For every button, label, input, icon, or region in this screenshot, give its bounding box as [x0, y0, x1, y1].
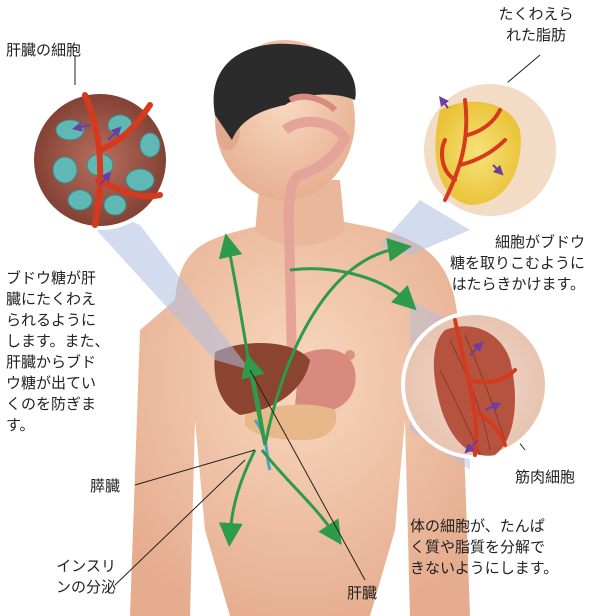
fat-tissue-circle	[422, 82, 558, 218]
label-pancreas: 膵臓	[90, 476, 120, 497]
label-liver: 肝臓	[347, 583, 377, 604]
label-insulin-secretion: インスリ ンの分泌	[26, 556, 116, 598]
label-stored-fat: たくわえら れた脂肪	[486, 4, 586, 46]
label-muscle-cells: 筋肉細胞	[515, 467, 575, 488]
text-protein-fat: 体の細胞が、たんぱ く質や脂質を分解で きないようにします。	[410, 516, 595, 579]
label-liver-cells: 肝臓の細胞	[6, 40, 81, 61]
text-glucose-uptake: 細胞がブドウ 糖を取りこむように はたらきかけます。	[410, 232, 585, 295]
liver-cell-circle	[32, 92, 168, 228]
text-liver-effect: ブドウ糖が肝 臓にたくわえ られるように します。また、 肝臓からブド ウ糖が出…	[6, 268, 136, 436]
muscle-cell-circle	[403, 313, 547, 457]
